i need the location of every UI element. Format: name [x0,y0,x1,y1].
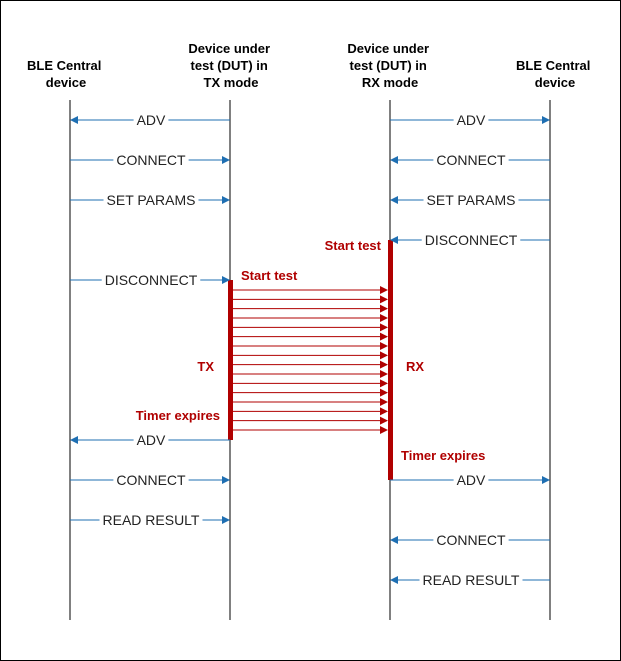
tx-label: TX [197,359,214,374]
participant-central-left: BLE Central device [27,58,105,90]
left-message: READ RESULT [70,512,230,528]
message-label: SET PARAMS [427,192,516,208]
message-label: ADV [137,432,166,448]
right-message: DISCONNECT [390,232,550,248]
rx-timer-expires-label: Timer expires [401,448,485,463]
packet-arrows [233,286,388,434]
message-label: ADV [137,112,166,128]
message-label: SET PARAMS [107,192,196,208]
participant-dut-tx: Device under test (DUT) in TX mode [188,41,273,90]
right-message: CONNECT [390,152,550,168]
left-message: CONNECT [70,472,230,488]
tx-timer-expires-label: Timer expires [136,408,220,423]
message-label: DISCONNECT [105,272,198,288]
right-message: ADV [390,472,550,488]
left-message: ADV [70,432,230,448]
message-label: ADV [457,472,486,488]
rx-activation-bar [388,240,393,480]
participant-dut-rx: Device under test (DUT) in RX mode [347,41,432,90]
message-label: ADV [457,112,486,128]
message-label: READ RESULT [423,572,520,588]
message-label: CONNECT [116,152,186,168]
right-message: ADV [390,112,550,128]
left-message: CONNECT [70,152,230,168]
message-label: DISCONNECT [425,232,518,248]
rx-start-test-label: Start test [325,238,382,253]
left-message: SET PARAMS [70,192,230,208]
message-label: CONNECT [116,472,186,488]
left-message: ADV [70,112,230,128]
message-label: READ RESULT [103,512,200,528]
left-messages: ADV CONNECT SET PARAMS DISCONNECT ADV CO… [70,112,230,528]
right-message: READ RESULT [390,572,550,588]
right-messages: ADV CONNECT SET PARAMS DISCONNECT ADV CO… [390,112,550,588]
tx-activation-bar [228,280,233,440]
right-message: SET PARAMS [390,192,550,208]
message-label: CONNECT [436,532,506,548]
message-label: CONNECT [436,152,506,168]
rx-label: RX [406,359,424,374]
participant-central-right: BLE Central device [516,58,594,90]
left-message: DISCONNECT [70,272,230,288]
tx-start-test-label: Start test [241,268,298,283]
right-message: CONNECT [390,532,550,548]
